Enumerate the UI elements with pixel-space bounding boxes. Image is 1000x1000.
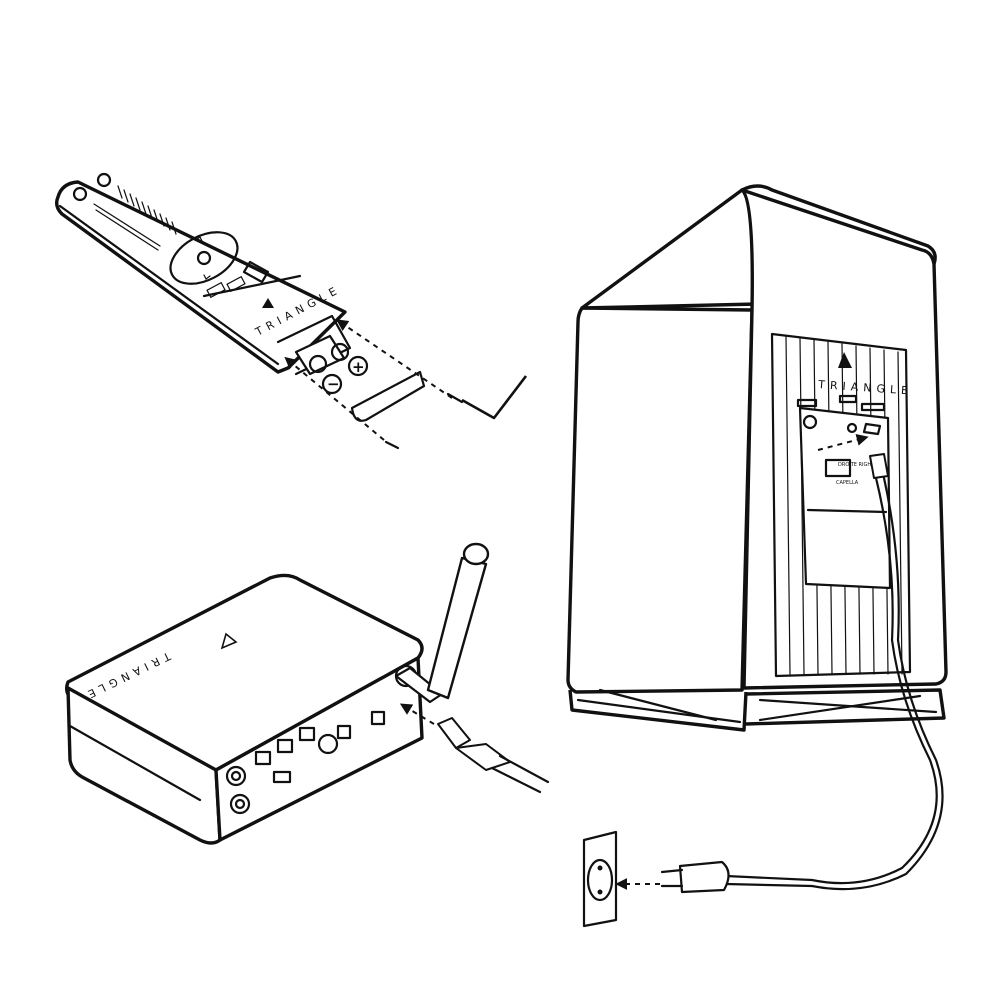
wall-socket-icon <box>582 830 618 928</box>
battery-door <box>350 370 426 422</box>
negative-symbol: − <box>327 375 340 393</box>
remote-logo <box>262 298 274 308</box>
battery-icon <box>294 334 350 376</box>
panel-label-model: CAPELLA <box>836 480 859 486</box>
streamer-logo <box>220 632 238 650</box>
screw <box>384 440 400 450</box>
negative-badge <box>321 373 343 395</box>
antenna-icon <box>394 542 490 704</box>
power-arrow <box>817 434 869 451</box>
plug-icon <box>660 860 730 894</box>
volume-scale <box>93 185 177 251</box>
speaker-stand <box>568 688 946 732</box>
speaker-illustration: TRIANGLE DROITE RIGHT CAPELLA <box>566 184 948 928</box>
hex-key-icon <box>461 375 528 420</box>
remote-control-illustration: TRIANGLE + − <box>54 172 528 450</box>
power-cord-icon <box>724 453 944 891</box>
screw-top <box>446 392 464 404</box>
connector-panel <box>798 406 892 590</box>
nav-wheel <box>169 231 239 285</box>
streamer-illustration: TRIANGLE <box>64 542 550 845</box>
insert-arrow-bottom <box>284 356 385 441</box>
audio-cable-icon <box>437 717 550 794</box>
panel-label-right: DROITE RIGHT <box>838 462 875 468</box>
insert-arrow-top <box>336 319 453 399</box>
positive-symbol: + <box>352 358 365 376</box>
positive-badge <box>347 355 369 377</box>
speaker-logo <box>838 352 852 368</box>
rear-ports <box>225 710 386 815</box>
